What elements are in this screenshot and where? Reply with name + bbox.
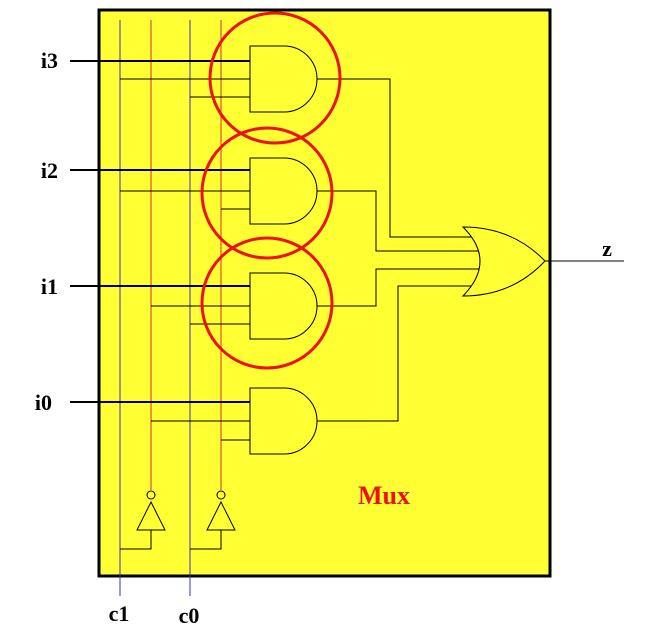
label-i1: i1 — [41, 274, 58, 299]
input-wires — [70, 60, 250, 403]
and-gate-i1 — [249, 272, 318, 340]
and-gate-i2 — [249, 157, 318, 225]
label-i2: i2 — [41, 158, 58, 183]
label-c1: c1 — [109, 601, 130, 626]
select-lines — [119, 20, 191, 596]
highlight-and-i2 — [200, 126, 334, 260]
c1-inverter — [120, 490, 166, 550]
label-z: z — [602, 236, 612, 261]
diagram-title: Mux — [358, 481, 410, 510]
and-gate-i3 — [249, 45, 318, 113]
inverters — [120, 490, 236, 550]
and-gates — [249, 45, 318, 455]
highlight-and-i3 — [208, 11, 342, 145]
highlight-circles — [200, 11, 342, 370]
c0-inverter — [190, 490, 236, 550]
and-gate-i0 — [249, 387, 318, 455]
label-c0: c0 — [179, 603, 200, 628]
gate-select-wires — [120, 78, 250, 441]
or-input-wires — [317, 78, 480, 422]
or-gate — [461, 226, 546, 297]
label-i0: i0 — [35, 390, 52, 415]
label-i3: i3 — [41, 48, 58, 73]
highlight-and-i1 — [200, 236, 334, 370]
